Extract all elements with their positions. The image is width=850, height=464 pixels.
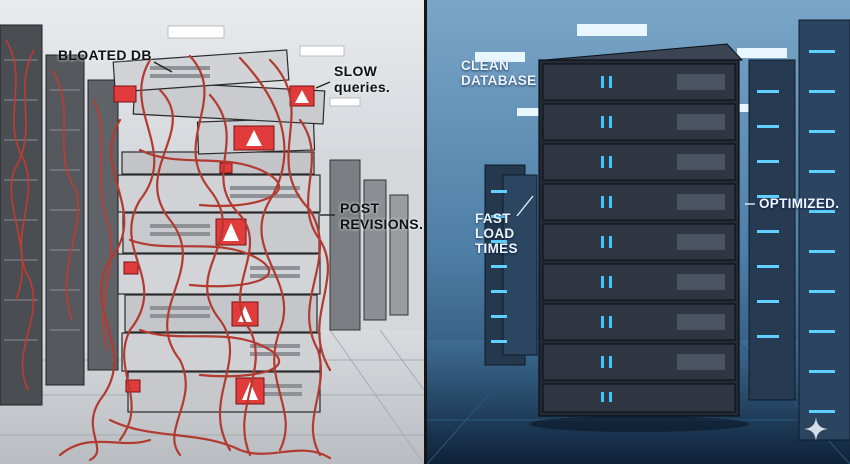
- bloated-db-label: BLOATED DB: [58, 47, 152, 63]
- sparkle-icon: [804, 417, 828, 441]
- clean-server-scene: [427, 0, 850, 464]
- panel-divider: [424, 0, 427, 464]
- left-panel-bloated: BLOATED DB SLOW queries. POST REVISIONS.: [0, 0, 424, 464]
- bloated-server-scene: [0, 0, 424, 464]
- fast-load-times-label: FAST LOAD TIMES: [475, 211, 518, 257]
- status-glow-lights: [601, 76, 612, 402]
- post-revisions-label: POST REVISIONS.: [340, 200, 424, 232]
- right-panel-clean: CLEAN DATABASE FAST LOAD TIMES OPTIMIZED…: [427, 0, 850, 464]
- clean-database-label: CLEAN DATABASE: [461, 58, 537, 89]
- optimized-label: OPTIMIZED.: [759, 196, 840, 211]
- slow-queries-label: SLOW queries.: [334, 63, 391, 95]
